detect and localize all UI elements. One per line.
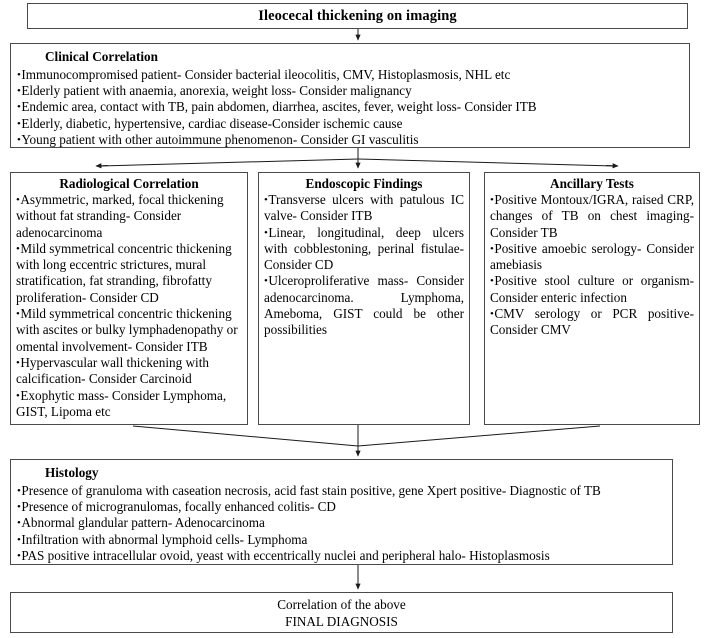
arrow-columns-to-histology (132, 425, 601, 457)
list-item: Mild symmetrical concentric thickening w… (16, 306, 242, 355)
list-item: Exophytic mass- Consider Lymphoma, GIST,… (16, 388, 242, 421)
clinical-correlation-heading: Clinical Correlation (45, 49, 158, 64)
node-radiological-correlation: Radiological Correlation Asymmetric, mar… (10, 172, 248, 425)
histology-heading: Histology (45, 465, 99, 480)
final-diagnosis-line-1: Correlation of the above (277, 596, 406, 612)
node-endoscopic-findings: Endoscopic Findings Transverse ulcers wi… (258, 172, 470, 425)
ancillary-tests-list: Positive Montoux/IGRA, raised CRP, chang… (490, 192, 694, 339)
ancillary-tests-heading: Ancillary Tests (550, 176, 634, 191)
list-item: Young patient with other autoimmune phen… (17, 132, 683, 148)
page-title: Ileocecal thickening on imaging (258, 7, 457, 24)
clinical-correlation-list: Immunocompromised patient- Consider bact… (17, 67, 683, 148)
list-item: Asymmetric, marked, focal thickening wit… (16, 192, 242, 241)
list-item: Elderly, diabetic, hypertensive, cardiac… (17, 116, 683, 132)
node-final-diagnosis: Correlation of the above FINAL DIAGNOSIS (10, 592, 673, 633)
arrow-clinical-fanout (95, 148, 619, 169)
list-item: Positive stool culture or organism- Cons… (490, 273, 694, 306)
list-item: Positive Montoux/IGRA, raised CRP, chang… (490, 192, 694, 241)
histology-list: Presence of granuloma with caseation nec… (17, 483, 666, 564)
node-title-ileocecal-thickening: Ileocecal thickening on imaging (27, 3, 688, 29)
list-item: Endemic area, contact with TB, pain abdo… (17, 99, 683, 115)
list-item: Ulceroproliferative mass- Consider adeno… (264, 273, 464, 338)
list-item: Linear, longitudinal, deep ulcers with c… (264, 225, 464, 274)
node-ancillary-tests: Ancillary Tests Positive Montoux/IGRA, r… (484, 172, 700, 425)
list-item: Positive amoebic serology- Consider ameb… (490, 241, 694, 274)
endoscopic-findings-heading: Endoscopic Findings (305, 176, 423, 191)
node-clinical-correlation: Clinical Correlation Immunocompromised p… (10, 43, 690, 148)
list-item: Abnormal glandular pattern- Adenocarcino… (17, 515, 666, 531)
list-item: Mild symmetrical concentric thickening w… (16, 241, 242, 306)
endoscopic-findings-list: Transverse ulcers with patulous IC valve… (264, 192, 464, 339)
radiological-correlation-heading: Radiological Correlation (59, 176, 199, 191)
radiological-correlation-list: Asymmetric, marked, focal thickening wit… (16, 192, 242, 420)
list-item: Infiltration with abnormal lymphoid cell… (17, 532, 666, 548)
list-item: Presence of microgranulomas, focally enh… (17, 499, 666, 515)
list-item: Presence of granuloma with caseation nec… (17, 483, 666, 499)
list-item: CMV serology or PCR positive- Consider C… (490, 306, 694, 339)
list-item: PAS positive intracellular ovoid, yeast … (17, 548, 666, 564)
list-item: Transverse ulcers with patulous IC valve… (264, 192, 464, 225)
list-item: Immunocompromised patient- Consider bact… (17, 67, 683, 83)
list-item: Hypervascular wall thickening with calci… (16, 355, 242, 388)
node-histology: Histology Presence of granuloma with cas… (10, 459, 673, 565)
final-diagnosis-line-2: FINAL DIAGNOSIS (285, 613, 398, 629)
list-item: Elderly patient with anaemia, anorexia, … (17, 83, 683, 99)
